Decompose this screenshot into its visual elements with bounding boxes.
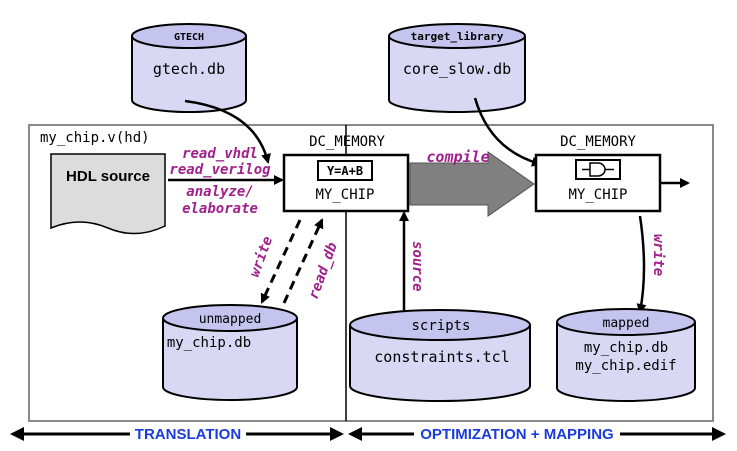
mapped-db-cylinder: mapped my_chip.db my_chip.edif	[556, 308, 696, 402]
mapped-header: mapped	[603, 316, 650, 331]
unmapped-header: unmapped	[199, 312, 262, 327]
source-label: source	[409, 241, 425, 292]
library-to-memory-arrow	[473, 97, 542, 167]
unmapped-file: my_chip.db	[167, 335, 251, 351]
elaborate-label: elaborate	[182, 201, 258, 217]
dc-memory-left-label: DC_MEMORY	[309, 134, 385, 150]
write-label-left: write	[247, 234, 276, 279]
read-verilog-label: read_verilog	[169, 162, 271, 178]
gtech-header: GTECH	[174, 32, 204, 43]
gtech-db-cylinder: GTECH gtech.db	[131, 23, 247, 113]
optimization-phase-arrow	[348, 427, 726, 441]
main-frame	[28, 124, 714, 422]
dc-memory-left-design: MY_CHIP	[315, 187, 374, 203]
dc-memory-right-label: DC_MEMORY	[560, 134, 636, 150]
translation-phase-arrow	[10, 427, 344, 441]
read-db-label: read_db	[306, 240, 341, 301]
write-arrow-left	[260, 219, 302, 304]
compile-label: compile	[426, 148, 489, 166]
read-vhdl-label: read_vhdl	[182, 146, 258, 162]
scripts-db-cylinder: scripts constraints.tcl	[349, 309, 531, 402]
hdl-source-label: HDL source	[66, 168, 150, 185]
optimization-label: OPTIMIZATION + MAPPING	[420, 426, 613, 443]
gtech-to-memory-arrow	[184, 99, 271, 164]
unmapped-db-cylinder: unmapped my_chip.db	[162, 304, 298, 401]
write-arrow-right	[636, 215, 647, 314]
target-library-db-cylinder: target_library core_slow.db	[388, 23, 526, 113]
analyze-label: analyze/	[186, 184, 253, 200]
target-library-header: target_library	[411, 30, 504, 43]
dc-memory-right-design: MY_CHIP	[568, 187, 627, 203]
mapped-file-edif: my_chip.edif	[575, 358, 676, 374]
equation-box	[317, 160, 373, 181]
write-label-right: write	[650, 234, 666, 276]
scripts-file: constraints.tcl	[374, 348, 509, 366]
gtech-file: gtech.db	[153, 60, 225, 78]
equation-label: Y=A+B	[327, 164, 363, 178]
translation-label: TRANSLATION	[135, 426, 241, 443]
hdl-file-label: my_chip.v(hd)	[40, 130, 150, 146]
logic-gate-icon	[575, 159, 621, 180]
hdl-source-document: HDL source	[50, 153, 166, 235]
target-library-file: core_slow.db	[403, 60, 511, 78]
scripts-header: scripts	[411, 318, 470, 334]
mapped-file-db: my_chip.db	[584, 340, 668, 356]
read-db-arrow	[282, 218, 324, 304]
compile-arrow	[409, 151, 535, 217]
